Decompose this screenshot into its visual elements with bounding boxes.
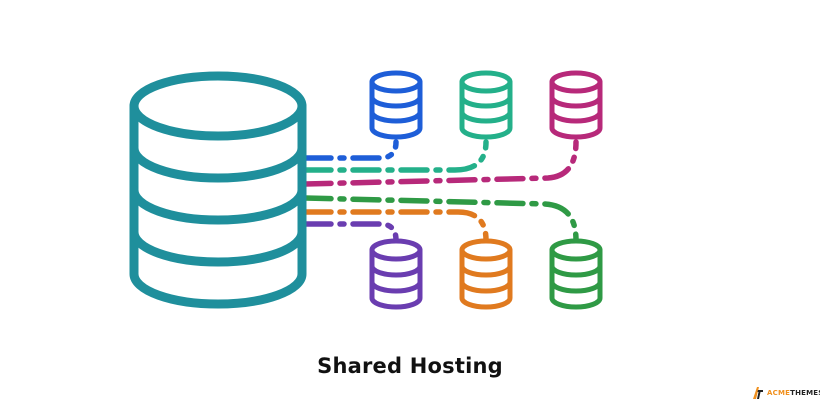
- diagram-caption: Shared Hosting: [317, 354, 503, 378]
- logo-text-acme: ACME: [767, 389, 791, 397]
- green-connection-line: [302, 195, 579, 243]
- magenta-database-icon: [549, 70, 603, 140]
- magenta-connection-line: [302, 139, 579, 187]
- blue-connection-line: [302, 139, 399, 161]
- logo-text-themes: THEMES: [790, 389, 820, 397]
- logo-wordmark: ACMETHEMES: [767, 389, 820, 397]
- acmethemes-logo-icon: [753, 387, 763, 399]
- database-icon: [129, 71, 307, 309]
- orange-database-icon: [459, 238, 513, 310]
- teal-database-icon: [459, 70, 513, 140]
- teal-connection-line: [302, 139, 489, 173]
- connection-lines: [302, 139, 579, 243]
- acmethemes-logo: ACMETHEMES: [752, 386, 820, 400]
- orange-connection-line: [302, 209, 489, 243]
- green-database-icon: [549, 238, 603, 310]
- purple-connection-line: [302, 221, 399, 243]
- blue-database-icon: [369, 70, 423, 140]
- purple-database-icon: [369, 238, 423, 310]
